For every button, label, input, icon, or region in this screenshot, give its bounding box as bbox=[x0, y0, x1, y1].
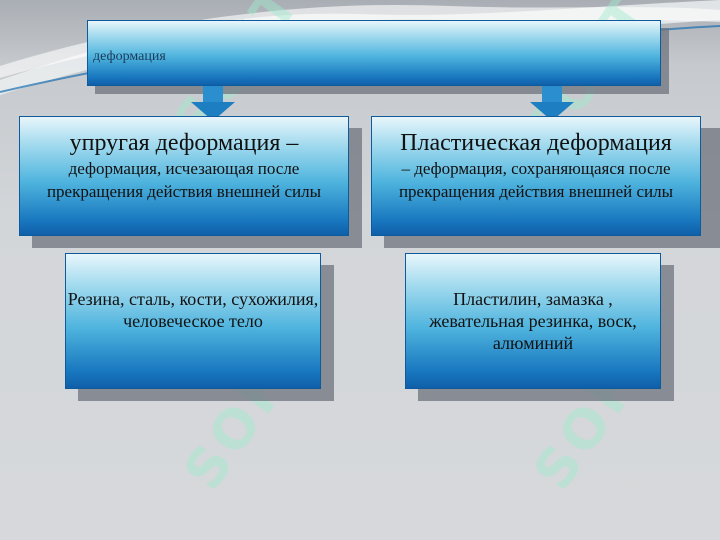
elastic-definition: деформация, исчезающая после прекращения… bbox=[46, 159, 322, 201]
plastic-examples-box: Пластилин, замазка , жевательная резинка… bbox=[405, 253, 661, 389]
plastic-definition-box: Пластическая деформация – деформация, со… bbox=[371, 116, 701, 236]
elastic-examples: Резина, сталь, кости, сухожилия, человеч… bbox=[67, 289, 319, 331]
title-text: деформация bbox=[93, 49, 166, 64]
plastic-definition: – деформация, сохраняющаяся после прекра… bbox=[398, 159, 674, 201]
elastic-heading: упругая деформация – bbox=[69, 130, 299, 156]
down-arrow-left bbox=[191, 86, 235, 121]
plastic-examples: Пластилин, замазка , жевательная резинка… bbox=[429, 289, 637, 353]
plastic-heading: Пластическая деформация bbox=[400, 130, 672, 156]
down-arrow-right bbox=[530, 86, 574, 121]
title-box: деформация bbox=[87, 20, 661, 86]
elastic-examples-box: Резина, сталь, кости, сухожилия, человеч… bbox=[65, 253, 321, 389]
elastic-definition-box: упругая деформация – деформация, исчезаю… bbox=[19, 116, 349, 236]
